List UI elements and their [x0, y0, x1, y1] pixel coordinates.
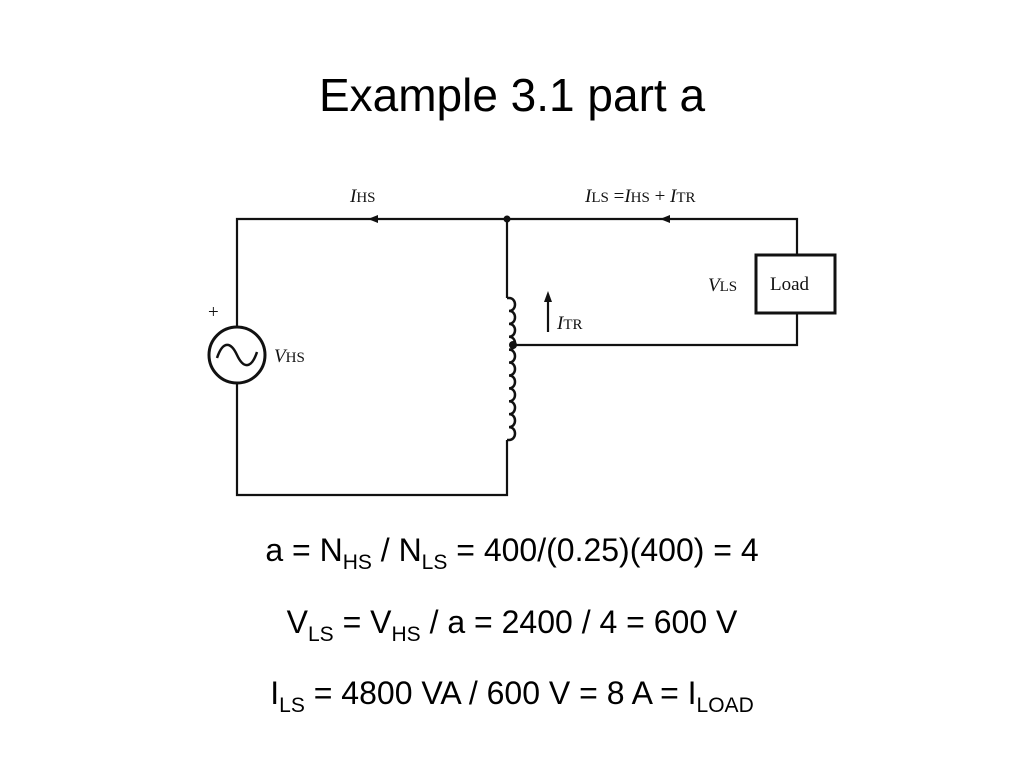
- i-tr-arrowhead: [544, 291, 552, 302]
- equation-current: ILS = 4800 VA / 600 V = 8 A = ILOAD: [270, 675, 754, 717]
- v-ls-label: VLS: [708, 275, 737, 296]
- transformer-coil: [507, 296, 517, 442]
- slide-title: Example 3.1 part a: [318, 69, 706, 121]
- i-hs-arrowhead: [368, 215, 378, 223]
- ac-source-circle: [207, 325, 267, 385]
- i-tr-label: ITR: [556, 313, 583, 334]
- v-hs-label: VHS: [274, 346, 305, 367]
- load-label: Load: [770, 274, 810, 295]
- i-ls-arrowhead: [660, 215, 670, 223]
- plus-sign: +: [208, 302, 219, 323]
- equation-turns-ratio: a = NHS / NLS = 400/(0.25)(400) = 4: [265, 532, 759, 574]
- wire-left-upper: [235, 217, 799, 327]
- ac-sine-icon: [215, 343, 259, 367]
- i-ls-label: ILS =IHS + ITR: [584, 186, 696, 207]
- i-hs-label: IHS: [349, 186, 376, 207]
- equation-voltage: VLS = VHS / a = 2400 / 4 = 600 V: [286, 604, 738, 646]
- wire-left-lower: [235, 383, 509, 497]
- wire-tap: [513, 313, 799, 347]
- load-box: [754, 253, 837, 315]
- tap-dot: [509, 341, 517, 349]
- junction-dot: [503, 215, 511, 223]
